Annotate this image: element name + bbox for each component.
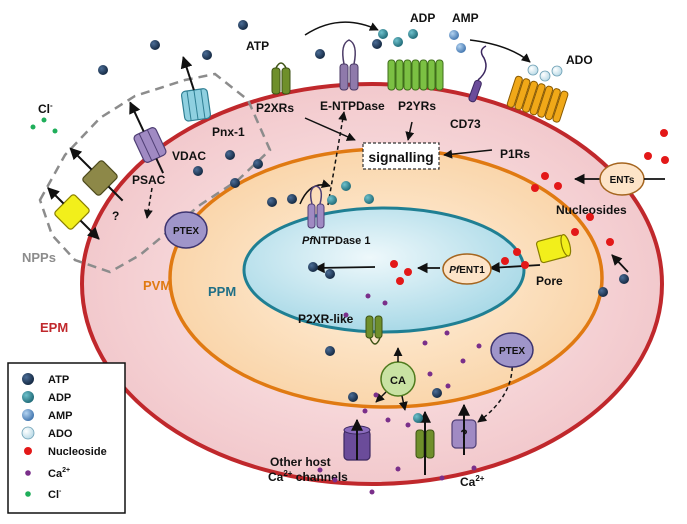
ado-top-label: ADO	[566, 53, 593, 67]
epm-label: EPM	[40, 320, 68, 335]
svg-text:Cl-: Cl-	[48, 488, 62, 501]
ptex-lower-dashed-arrow	[477, 359, 513, 423]
signalling-label: signalling	[368, 149, 433, 165]
pore-channel-icon	[535, 234, 572, 264]
svg-text:Nucleoside: Nucleoside	[48, 446, 107, 458]
vdac-label: VDAC	[172, 149, 206, 163]
amp-top-label: AMP	[452, 11, 479, 25]
nucleosides-label: Nucleosides	[556, 203, 627, 217]
svg-text:PTEX: PTEX	[173, 226, 199, 237]
cd73-enzyme-icon	[468, 45, 487, 103]
cl-ion-molecules	[30, 117, 58, 134]
legend-item-cl: Cl-	[25, 488, 62, 501]
legend-item-ado: ADO	[21, 426, 73, 440]
p2xrs-label: P2XRs	[256, 101, 294, 115]
legend: ATP ADP AMP ADO Nucleoside Ca2+ Cl-	[21, 373, 107, 501]
amp-to-ado-arrow	[469, 39, 531, 63]
ca2-bottom-label: Ca2+	[460, 474, 485, 489]
p2yrs-label: P2YRs	[398, 99, 436, 113]
pvm-label: PVM	[143, 278, 171, 293]
atp-molecules	[98, 20, 629, 402]
entpdase-enzyme-icon	[339, 39, 359, 91]
npps-label: NPPs	[22, 250, 56, 265]
legend-item-adp: ADP	[22, 391, 71, 404]
legend-item-ca: Ca2+	[25, 467, 70, 480]
pore-arrow	[488, 262, 541, 273]
pfent1-transporter: PfENT1	[442, 253, 492, 285]
svg-text:ATP: ATP	[48, 374, 69, 386]
pnx1-channel-icon	[180, 56, 212, 122]
p2xr-like-label: P2XR-like	[298, 312, 354, 326]
unknown-channel-question: ?	[112, 209, 119, 223]
p2xrs-to-signalling-arrow	[304, 117, 356, 141]
amp-molecules	[449, 30, 466, 53]
legend-item-nucleoside: Nucleoside	[24, 446, 107, 458]
other-host-label-line1: Other host	[270, 455, 331, 469]
cd73-label: CD73	[450, 117, 481, 131]
ents-transporter: ENTs	[599, 162, 665, 196]
ppm-label: PPM	[208, 284, 236, 299]
legend-item-amp: AMP	[22, 409, 72, 422]
atp-top-label: ATP	[246, 39, 269, 53]
bottom-unknown-channel-icon: ?	[451, 403, 477, 455]
ptex-left-complex: PTEX	[164, 211, 208, 249]
p1rs-receptor-icon	[506, 75, 569, 123]
atp-to-adp-arrow	[304, 21, 379, 36]
legend-item-atp: ATP	[22, 373, 69, 386]
svg-text:ADO: ADO	[48, 428, 73, 440]
ca-ion-molecules	[317, 293, 482, 495]
nucleoside-molecules	[390, 129, 669, 285]
ca-channel: CA	[375, 347, 416, 411]
entpdase-label: E-NTPDase	[320, 99, 385, 113]
other-host-ca-channel-icon	[343, 418, 371, 461]
entpdase-dashed-arrow	[327, 111, 348, 206]
nucleoside-right-arrow	[611, 254, 629, 273]
signalling-box	[362, 142, 440, 170]
pore-label: Pore	[536, 274, 563, 288]
adp-molecules	[327, 29, 423, 423]
svg-text:ADP: ADP	[48, 392, 71, 404]
ppm-efflux-arrow	[313, 262, 376, 274]
cl-ion-label: Cl-	[38, 101, 53, 116]
p1rs-label: P1Rs	[500, 147, 530, 161]
pfntpdase1-label: PfNTPDase 1	[302, 235, 370, 247]
p2xr-like-channel-icon	[365, 315, 383, 345]
psac-dashed-arrow	[143, 187, 153, 219]
psac-channel-icon	[69, 147, 124, 202]
svg-text:ENTs: ENTs	[610, 175, 635, 186]
psac-label: PSAC	[132, 173, 166, 187]
svg-text:CA: CA	[390, 375, 406, 387]
ppm-membrane	[242, 206, 526, 334]
pnx1-label: Pnx-1	[212, 125, 245, 139]
pfntpdase1-enzyme-icon	[307, 185, 325, 229]
svg-text:PfENT1: PfENT1	[449, 265, 485, 276]
ptex-right-complex: PTEX	[490, 332, 534, 368]
p1rs-to-signalling-arrow	[443, 149, 493, 159]
svg-text:AMP: AMP	[48, 410, 72, 422]
p2xrs-channel-icon	[271, 62, 291, 95]
p2yrs-to-signalling-arrow	[405, 121, 415, 141]
adp-top-label: ADP	[410, 11, 435, 25]
p2yrs-receptor-icon	[387, 59, 444, 91]
ado-molecules	[527, 64, 563, 82]
svg-text:Ca2+: Ca2+	[48, 467, 70, 480]
bottom-green-channel-icon	[415, 410, 435, 475]
unknown-yellow-channel-icon	[47, 187, 100, 240]
svg-text:PTEX: PTEX	[499, 346, 525, 357]
vdac-channel-icon	[129, 101, 167, 174]
